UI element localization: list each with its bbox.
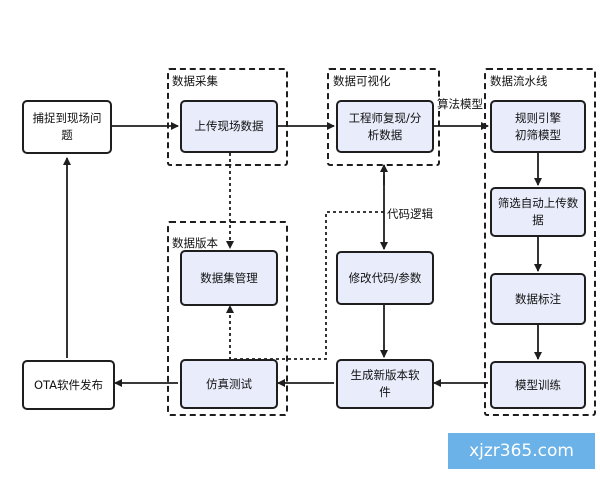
node-new-version: 生成新版本软 件 [336, 359, 434, 409]
node-ota-release: OTA软件发布 [22, 360, 115, 410]
group-data-version [167, 221, 288, 416]
node-simulation: 仿真测试 [180, 359, 278, 409]
node-rule-engine: 规则引擎 初筛模型 [490, 100, 586, 153]
edge-label-algorithm-model: 算法模型 [437, 97, 483, 111]
group-data-pipeline [484, 68, 596, 416]
node-capture-issue: 捕捉到现场问题 [22, 100, 112, 154]
node-auto-upload: 筛选自动上传数 据 [490, 187, 586, 237]
node-upload-data: 上传现场数据 [180, 100, 278, 153]
node-data-labeling: 数据标注 [490, 273, 586, 325]
node-modify-code: 修改代码/参数 [336, 251, 434, 305]
group-label-data-version: 数据版本 [172, 236, 218, 250]
edge-codelogic-to-dataset [226, 211, 384, 360]
group-data-collection [167, 68, 288, 166]
node-engineer-review: 工程师复现/分 析数据 [336, 100, 434, 153]
group-label-data-visualization: 数据可视化 [333, 74, 391, 88]
watermark-badge: xjzr365.com [448, 433, 595, 469]
edge-label-code-logic: 代码逻辑 [387, 207, 433, 221]
node-model-training: 模型训练 [490, 361, 586, 409]
group-label-data-pipeline: 数据流水线 [490, 74, 548, 88]
node-dataset-mgmt: 数据集管理 [180, 250, 278, 306]
group-label-data-collection: 数据采集 [172, 74, 218, 88]
